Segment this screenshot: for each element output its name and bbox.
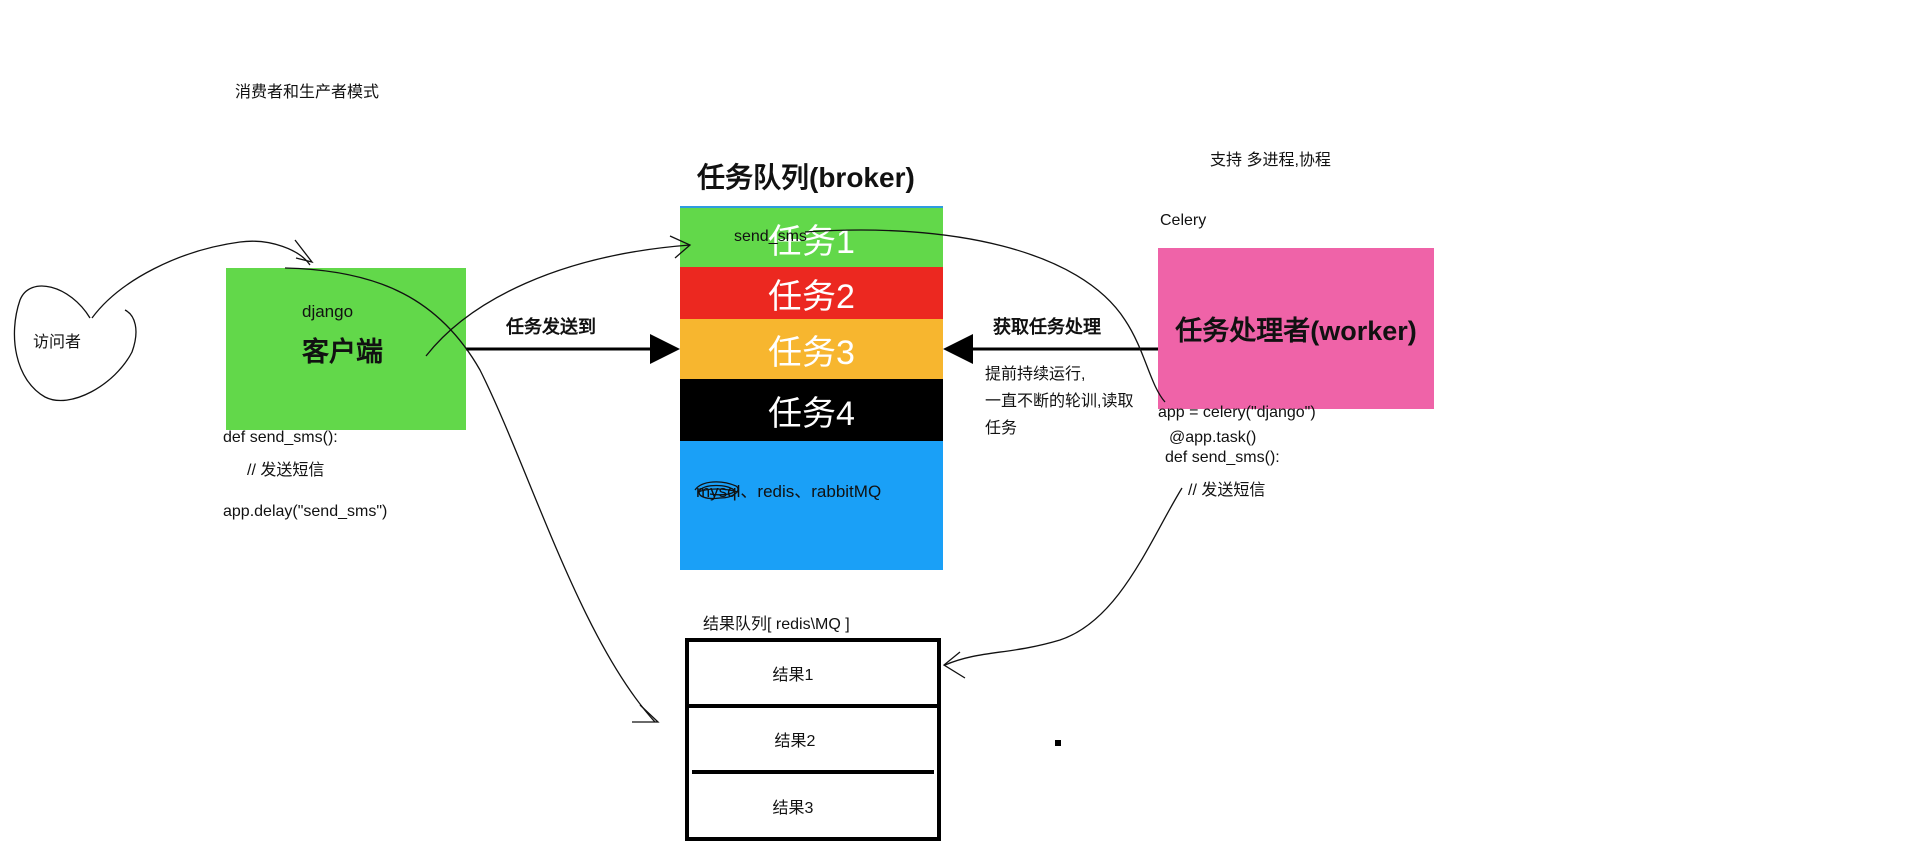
worker-note-line2: 一直不断的轮训,读取 bbox=[985, 393, 1134, 410]
backend-block: mysql 、redis、rabbitMQ bbox=[680, 441, 943, 570]
worker-code-line4: // 发送短信 bbox=[1188, 482, 1266, 499]
visitor-to-results-arrow-tip bbox=[632, 704, 660, 723]
result-2-row: 结果2 bbox=[692, 708, 934, 774]
broker-title: 任务队列(broker) bbox=[697, 162, 915, 193]
celery-label: Celery bbox=[1160, 212, 1207, 229]
result-1-row: 结果1 bbox=[689, 642, 937, 708]
task-3-block: 任务3 bbox=[680, 319, 943, 379]
client-to-broker-arrow-tip bbox=[669, 235, 692, 259]
fetch-arrow-label: 获取任务处理 bbox=[993, 317, 1101, 337]
pattern-note: 消费者和生产者模式 bbox=[235, 84, 380, 101]
scribbled-backend: mysql bbox=[694, 481, 740, 502]
task-4-block: 任务4 bbox=[680, 379, 943, 441]
client-to-broker-curve bbox=[425, 244, 691, 357]
visitor-label: 访问者 bbox=[33, 334, 82, 351]
result-1-label: 结果1 bbox=[772, 667, 814, 684]
visitor-arrow-tip bbox=[294, 239, 314, 264]
visitor-scribble bbox=[13, 285, 137, 402]
client-code-line1: def send_sms(): bbox=[223, 429, 338, 446]
client-framework: django bbox=[302, 302, 354, 321]
results-queue: 结果1 结果2 结果3 bbox=[685, 638, 941, 841]
result-3-row: 结果3 bbox=[689, 774, 937, 837]
worker-to-results-arrow-tip bbox=[942, 651, 966, 679]
result-2-label: 结果2 bbox=[774, 733, 816, 750]
broker-to-worker-curve bbox=[804, 229, 1166, 403]
worker-code-line2: @app.task() bbox=[1169, 429, 1257, 446]
worker-note-line3: 任务 bbox=[985, 420, 1018, 437]
task-2-label: 任务2 bbox=[768, 277, 855, 316]
client-code-line3: app.delay("send_sms") bbox=[223, 503, 388, 520]
worker-support-note: 支持 多进程,协程 bbox=[1210, 152, 1331, 169]
client-label: 客户端 bbox=[302, 337, 383, 367]
task-2-block: 任务2 bbox=[680, 267, 943, 319]
scribble-icon bbox=[694, 481, 739, 500]
client-box: django 客户端 bbox=[226, 268, 466, 430]
stray-dot bbox=[1055, 740, 1061, 746]
client-code-line2: // 发送短信 bbox=[247, 462, 325, 479]
result-3-label: 结果3 bbox=[772, 799, 814, 817]
worker-box: 任务处理者(worker) bbox=[1158, 248, 1434, 409]
send-sms-label: send_sms bbox=[734, 228, 807, 245]
task-1-block: 任务1 bbox=[680, 206, 943, 269]
worker-note-line1: 提前持续运行, bbox=[985, 366, 1086, 383]
task-4-label: 任务4 bbox=[768, 394, 855, 433]
worker-label: 任务处理者(worker) bbox=[1175, 316, 1417, 346]
task-3-label: 任务3 bbox=[768, 333, 855, 372]
task-1-label: 任务1 bbox=[768, 223, 855, 261]
worker-to-results-curve bbox=[944, 487, 1183, 666]
visitor-to-results-curve bbox=[284, 267, 656, 723]
broker-queue: 任务1 任务2 任务3 任务4 mysql 、redis、rabbitMQ se… bbox=[680, 206, 943, 570]
worker-code-line1: app = celery("django") bbox=[1158, 404, 1316, 421]
results-title: 结果队列[ redis\MQ ] bbox=[703, 616, 850, 633]
backend-list: 、redis、rabbitMQ bbox=[740, 482, 882, 501]
worker-code-line3: def send_sms(): bbox=[1165, 449, 1280, 466]
send-arrow-label: 任务发送到 bbox=[506, 317, 596, 337]
visitor-to-client-curve bbox=[91, 240, 311, 319]
